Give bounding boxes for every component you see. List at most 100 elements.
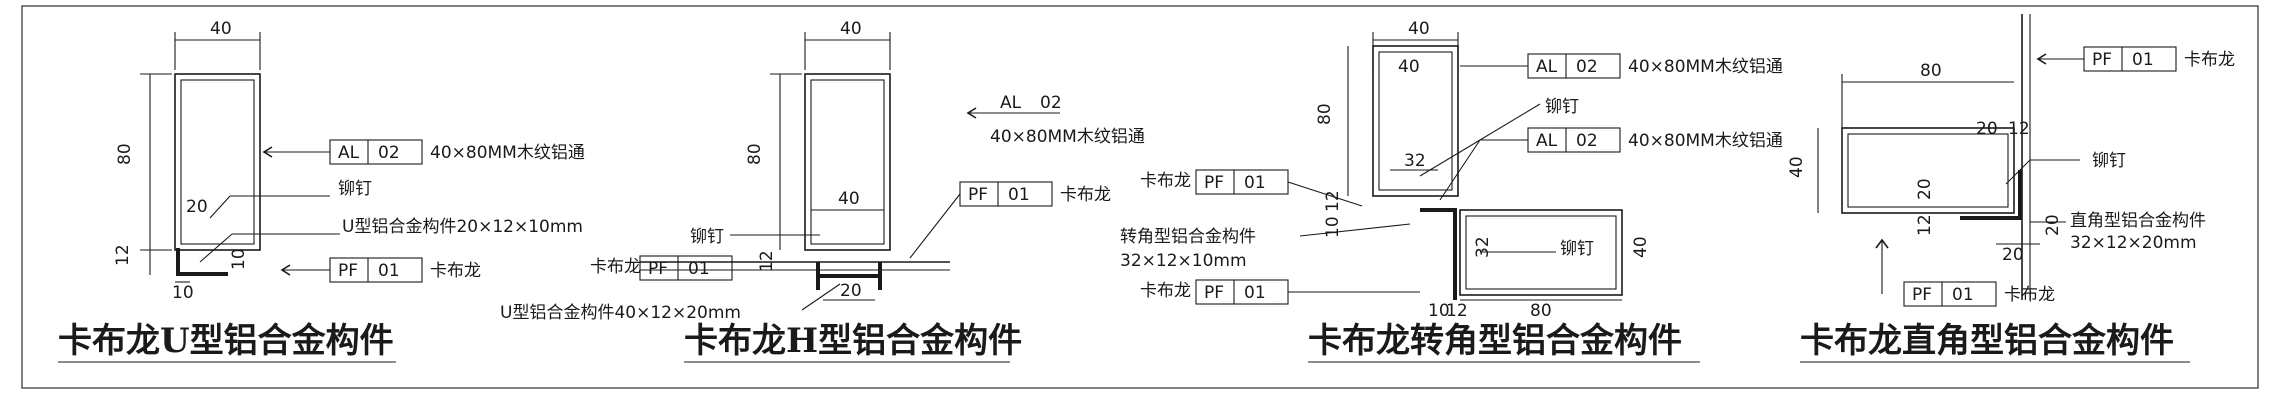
- svg-text:PF: PF: [1204, 173, 1224, 193]
- svg-text:32: 32: [1473, 236, 1493, 258]
- dim-top: 40: [1408, 19, 1430, 39]
- svg-text:40: 40: [1398, 57, 1420, 77]
- tag-al-02: [329, 139, 423, 165]
- svg-text:01: 01: [1244, 173, 1266, 193]
- note-bracket-size: 32×12×20mm: [2070, 233, 2197, 253]
- svg-text:AL: AL: [1536, 57, 1558, 77]
- note-rivet-top: 铆钉: [1545, 97, 1579, 117]
- tag-pf-01-left: [639, 255, 733, 281]
- svg-text:PF: PF: [1912, 285, 1932, 305]
- svg-text:卡布龙: 卡布龙: [1140, 281, 1191, 301]
- note-rivet-bottom: 铆钉: [1560, 239, 1594, 259]
- note-bracket: U型铝合金构件40×12×20mm: [500, 303, 741, 323]
- svg-text:20: 20: [2002, 245, 2024, 265]
- figure-right-angle-type: 80 40 20 12 20 12 20 20 PF 01 卡布龙 铆钉 直角型…: [1787, 14, 2235, 363]
- dim-small: 20: [186, 197, 208, 217]
- svg-text:02: 02: [1576, 131, 1598, 151]
- svg-text:01: 01: [1008, 185, 1030, 205]
- figure-corner-type: 40 80 40 32 32 40 80 10 12 10 12 AL 02 4…: [1120, 19, 1783, 363]
- svg-text:AL: AL: [1536, 131, 1558, 151]
- right-angle-bracket: [1960, 170, 2022, 220]
- figure-caption: 卡布龙H型铝合金构件: [684, 321, 1022, 361]
- note-rivet: 铆钉: [2092, 151, 2126, 171]
- svg-text:01: 01: [1244, 283, 1266, 303]
- svg-text:01: 01: [1952, 285, 1974, 305]
- svg-text:10: 10: [1323, 216, 1343, 238]
- svg-text:PF: PF: [2092, 50, 2112, 70]
- figure-h-type: 40 80 40 12 20 AL 02 40×80MM木纹铝通 PF 01 卡…: [500, 19, 1145, 363]
- sheet-frame: [21, 5, 2259, 389]
- svg-text:PF: PF: [338, 261, 358, 281]
- note-bracket: U型铝合金构件20×12×10mm: [342, 217, 583, 237]
- dim-inner: 40: [838, 189, 860, 209]
- dim-small: 32: [1404, 151, 1426, 171]
- svg-text:01: 01: [378, 261, 400, 281]
- svg-text:10: 10: [1428, 301, 1450, 321]
- svg-text:卡布龙: 卡布龙: [430, 261, 481, 281]
- svg-text:12: 12: [1915, 214, 1935, 236]
- tag-al-02-mid: [1527, 127, 1621, 153]
- dim-bottom: 12: [113, 244, 133, 266]
- svg-text:AL: AL: [1000, 93, 1022, 113]
- aluminium-tube: [174, 73, 261, 251]
- dim-foot-h: 10: [229, 248, 249, 270]
- dim-top: 40: [210, 19, 232, 39]
- note-bracket: 直角型铝合金构件: [2070, 211, 2206, 231]
- svg-text:40: 40: [1631, 236, 1651, 258]
- note-rivet: 铆钉: [338, 179, 372, 199]
- svg-text:40×80MM木纹铝通: 40×80MM木纹铝通: [1628, 57, 1783, 77]
- svg-text:PF: PF: [648, 259, 668, 279]
- svg-text:卡布龙: 卡布龙: [1060, 185, 1111, 205]
- note-bracket-size: 32×12×10mm: [1120, 251, 1247, 271]
- figure-caption: 卡布龙直角型铝合金构件: [1800, 321, 2174, 361]
- svg-text:01: 01: [688, 259, 710, 279]
- svg-text:02: 02: [1040, 93, 1062, 113]
- svg-text:20: 20: [1976, 119, 1998, 139]
- dim-side: 12: [757, 250, 777, 272]
- svg-text:PF: PF: [1204, 283, 1224, 303]
- aluminium-tube: [804, 73, 891, 251]
- svg-text:20: 20: [1915, 178, 1935, 200]
- note-tube: 40×80MM木纹铝通: [430, 143, 585, 163]
- dim-foot-w: 10: [172, 283, 194, 303]
- figure-u-type: 40 80 12 20 10 10 AL 02 40×80MM木纹铝通 铆钉 U…: [58, 19, 585, 363]
- aluminium-tube-vertical: [1372, 45, 1459, 197]
- svg-text:12: 12: [1323, 190, 1343, 212]
- dim-top: 40: [840, 19, 862, 39]
- corner-bracket: [1420, 208, 1457, 300]
- figure-caption: 卡布龙U型铝合金构件: [58, 321, 394, 361]
- dim-height: 40: [1787, 156, 1807, 178]
- svg-text:01: 01: [2132, 50, 2154, 70]
- dim-height: 80: [115, 143, 135, 165]
- note-tube: 40×80MM木纹铝通: [990, 127, 1145, 147]
- svg-text:卡布龙: 卡布龙: [590, 257, 641, 277]
- svg-text:AL: AL: [338, 143, 360, 163]
- dim-top: 80: [1920, 61, 1942, 81]
- aluminium-tube-horizontal: [1459, 209, 1623, 296]
- tag-pf-01: [329, 257, 423, 283]
- dim-bottom: 80: [1530, 301, 1552, 321]
- svg-text:卡布龙: 卡布龙: [2184, 50, 2235, 70]
- h-bracket: [816, 262, 882, 290]
- svg-text:PF: PF: [968, 185, 988, 205]
- dim-height: 80: [745, 143, 765, 165]
- tag-al-02-top: [1527, 53, 1621, 79]
- svg-text:12: 12: [1446, 301, 1468, 321]
- note-rivet: 铆钉: [690, 227, 724, 247]
- svg-text:02: 02: [378, 143, 400, 163]
- svg-text:12: 12: [2008, 119, 2030, 139]
- dim-height: 80: [1315, 103, 1335, 125]
- aluminium-tube: [1841, 127, 2015, 214]
- u-bracket: [176, 248, 228, 276]
- tag-pf-01: [959, 181, 1053, 207]
- svg-text:40×80MM木纹铝通: 40×80MM木纹铝通: [1628, 131, 1783, 151]
- note-bracket: 转角型铝合金构件: [1120, 227, 1256, 247]
- svg-text:20: 20: [2043, 214, 2063, 236]
- svg-text:卡布龙: 卡布龙: [1140, 171, 1191, 191]
- figure-caption: 卡布龙转角型铝合金构件: [1308, 321, 1682, 361]
- tag-pf-01-bottom: [1903, 281, 1997, 307]
- svg-text:02: 02: [1576, 57, 1598, 77]
- svg-text:卡布龙: 卡布龙: [2004, 285, 2055, 305]
- tag-pf-01-top: [2083, 46, 2177, 72]
